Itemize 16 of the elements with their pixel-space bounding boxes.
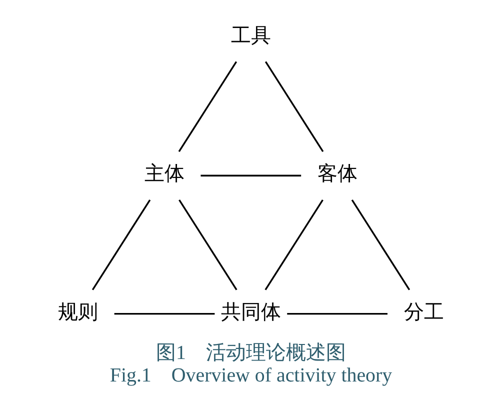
connector <box>200 174 302 176</box>
connector <box>114 312 215 315</box>
connector <box>178 199 238 290</box>
connector <box>351 199 410 290</box>
node-text: 主体 <box>144 162 185 186</box>
node-text: 客体 <box>317 162 358 186</box>
caption: 图1 活动理论概述图 Fig.1 Overview of activity theory <box>110 342 392 387</box>
connector <box>287 312 388 315</box>
connector <box>264 61 324 152</box>
node-text: 工具 <box>231 24 271 48</box>
node-text: 共同体 <box>221 300 281 324</box>
connector <box>92 199 151 290</box>
connector <box>264 199 324 290</box>
node-text: 规则 <box>58 300 98 324</box>
node-text: 分工 <box>404 300 444 324</box>
connector <box>178 61 238 152</box>
